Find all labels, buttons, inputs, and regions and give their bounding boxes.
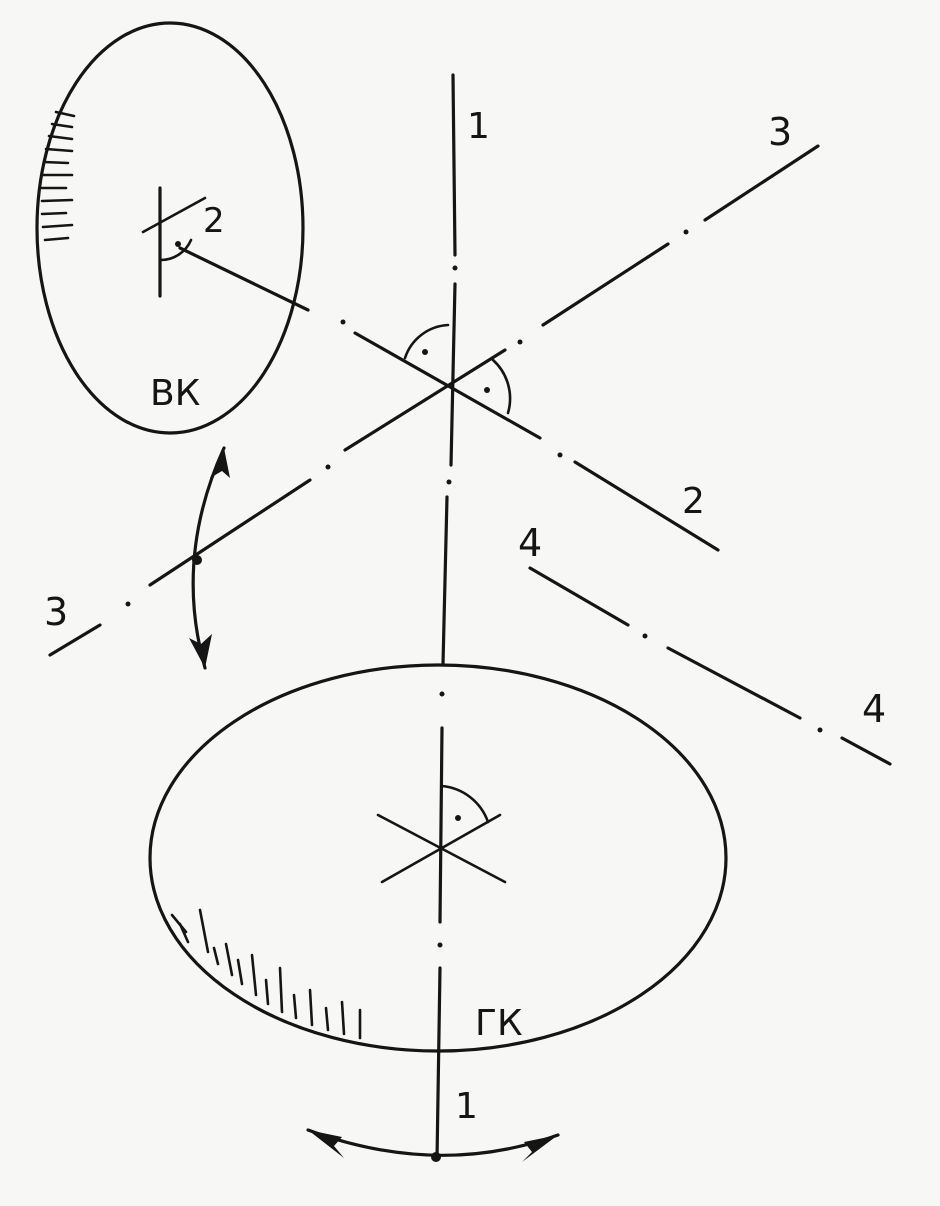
vertical-circle bbox=[35, 21, 305, 435]
axis1-bottom-label: 1 bbox=[455, 1086, 478, 1127]
axis3-upper-label: 3 bbox=[768, 110, 792, 154]
axis1-middle-segment bbox=[449, 282, 457, 467]
axis3-middle-upper-segment bbox=[541, 242, 670, 327]
axis1-top-segment bbox=[451, 73, 457, 257]
axis4-right-label: 4 bbox=[862, 687, 886, 731]
axis1-center-segment bbox=[438, 726, 444, 924]
axis1-dot bbox=[452, 265, 458, 271]
right-angle-axis1-axis2 bbox=[403, 323, 450, 360]
horizontal-circle-scale bbox=[170, 908, 362, 1040]
axis3-dot bbox=[325, 464, 331, 470]
axis3-lower-segment bbox=[148, 478, 312, 587]
axis2-outer-segment bbox=[573, 460, 720, 552]
axis4-right-segment bbox=[840, 736, 892, 766]
axis3-dot bbox=[125, 601, 131, 607]
right-angle-axis2-axis3 bbox=[491, 358, 512, 415]
axis1-top-label: 1 bbox=[467, 106, 490, 147]
axis4-dot bbox=[817, 727, 823, 733]
axis2-dot bbox=[340, 319, 346, 325]
axis4-middle-segment bbox=[666, 646, 802, 720]
axis3-lower-label: 3 bbox=[44, 590, 68, 634]
horizontal-circle bbox=[148, 663, 728, 1053]
axis3-center-segment bbox=[343, 348, 507, 452]
axis3-upper-segment bbox=[703, 144, 820, 222]
horizontal-rotation-pivot bbox=[431, 1152, 441, 1162]
axis4-left-segment bbox=[528, 566, 630, 627]
horizontal-circle-right-angle-dot bbox=[455, 815, 461, 821]
horizontal-circle-cross-line bbox=[380, 813, 502, 884]
axis3-dot bbox=[683, 229, 689, 235]
vertical-rotation-arrow-up-icon bbox=[210, 448, 230, 478]
horizontal-circle-right-angle bbox=[440, 784, 490, 824]
axis2-outer-label: 2 bbox=[682, 481, 705, 522]
horizontal-rotation-arrow-left-icon bbox=[308, 1130, 344, 1158]
vertical-circle-label: ВК bbox=[150, 373, 200, 414]
axis1-dot bbox=[439, 691, 445, 697]
vertical-rotation-pivot bbox=[192, 555, 202, 565]
vertical-circle-right-angle bbox=[158, 238, 193, 262]
axis4-dot bbox=[642, 633, 648, 639]
horizontal-rotation-arc bbox=[306, 1128, 560, 1157]
collimation-tick bbox=[141, 196, 207, 234]
axis3-end-segment bbox=[48, 623, 102, 657]
axis2-inner-label: 2 bbox=[203, 201, 225, 241]
axis1-dot bbox=[437, 942, 443, 948]
vertical-circle-scale bbox=[40, 110, 76, 242]
vertical-rotation-arrow-down-icon bbox=[189, 634, 212, 668]
axis3-dot bbox=[517, 339, 523, 345]
axis1-lower-segment bbox=[441, 495, 449, 666]
axis1-bottom-segment bbox=[435, 966, 442, 1162]
horizontal-rotation-arrow-right-icon bbox=[522, 1135, 558, 1162]
axis4-left-label: 4 bbox=[518, 521, 542, 565]
right-angle-dot bbox=[422, 349, 428, 355]
horizontal-circle-label: ГК bbox=[475, 1003, 523, 1044]
axis2-dot bbox=[557, 452, 563, 458]
axis1-dot bbox=[446, 479, 452, 485]
vertical-circle-right-angle-dot bbox=[175, 241, 181, 247]
axis2-inner-segment bbox=[178, 246, 310, 312]
right-angle-dot bbox=[484, 387, 490, 393]
